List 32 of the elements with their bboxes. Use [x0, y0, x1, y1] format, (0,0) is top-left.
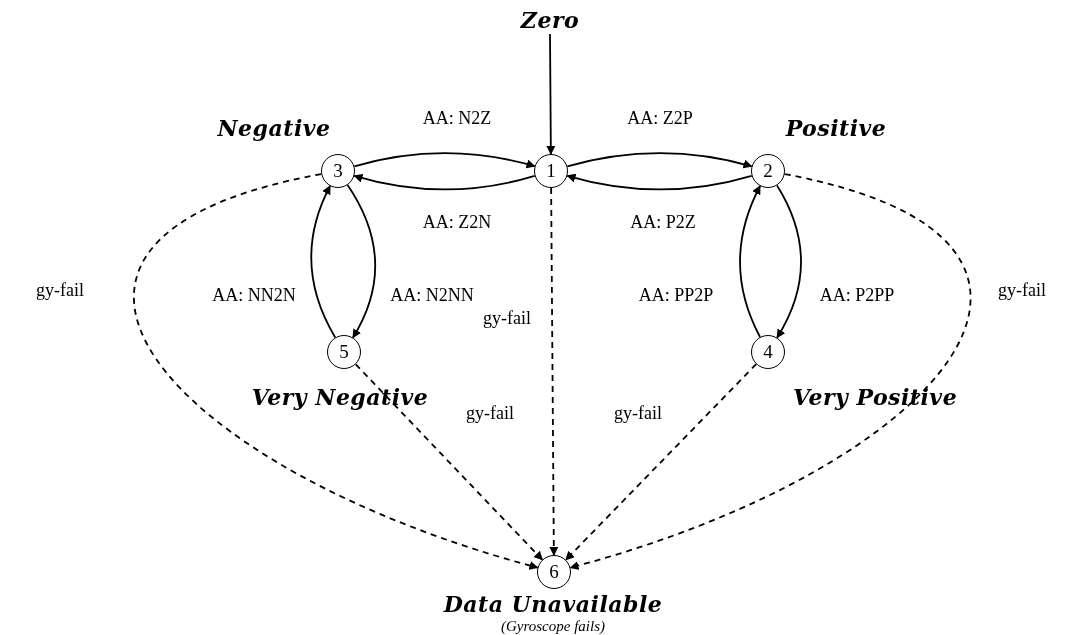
dashed-arrow — [549, 187, 559, 556]
arrow — [566, 152, 753, 169]
arrow — [566, 173, 753, 191]
state-circle: 1 — [534, 154, 568, 188]
state-name: Zero — [520, 7, 580, 33]
state-name: Positive — [785, 115, 887, 141]
edge-label: gy-fail — [612, 402, 664, 424]
state-name: Negative — [217, 115, 331, 141]
state-circle: 2 — [751, 154, 785, 188]
state-circle: 5 — [327, 335, 361, 369]
arrow — [546, 33, 556, 155]
arrow — [353, 152, 536, 169]
dashed-arrow — [564, 363, 758, 561]
arrow — [346, 184, 377, 339]
state-name: Very Negative — [251, 384, 429, 410]
state-circle: 6 — [537, 555, 571, 589]
state-circle: 3 — [321, 154, 355, 188]
arrow — [739, 185, 761, 338]
state-note: (Gyroscope fails) — [501, 617, 605, 635]
edge-label: gy-fail — [34, 279, 86, 301]
arrow — [353, 173, 536, 191]
edge-label: gy-fail — [481, 307, 533, 329]
dashed-arrow — [569, 173, 971, 570]
dashed-arrow — [134, 173, 539, 570]
arrow — [776, 184, 802, 339]
state-name: Very Positive — [792, 384, 958, 410]
dashed-arrow — [354, 363, 544, 561]
state-name: Data Unavailable — [443, 591, 663, 617]
arrow — [310, 185, 337, 339]
edge-label: gy-fail — [996, 279, 1048, 301]
state-circle: 4 — [751, 335, 785, 369]
edge-label: gy-fail — [464, 402, 516, 424]
